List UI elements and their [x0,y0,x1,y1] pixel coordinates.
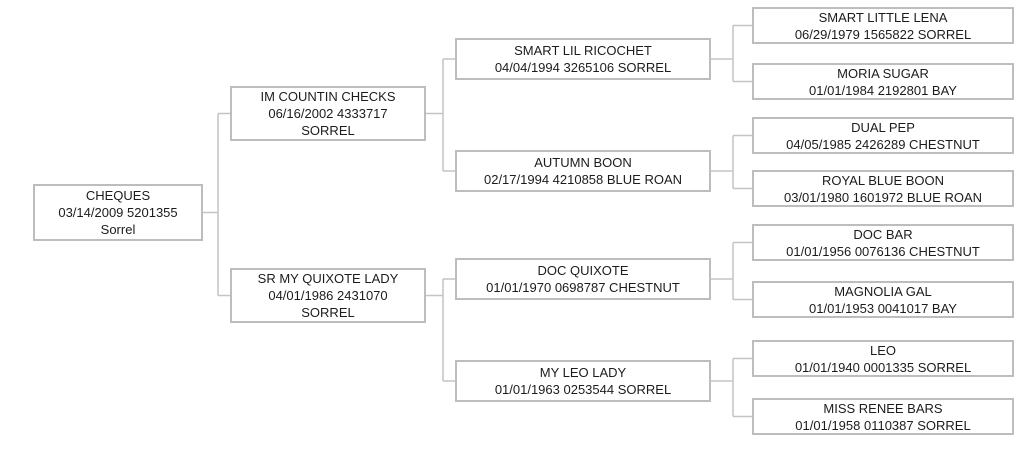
horse-reg-line: 01/01/1958 0110387 SORREL [795,417,971,433]
horse-reg-line: 04/04/1994 3265106 SORREL [494,60,672,75]
horse-name: IM COUNTIN CHECKS [260,89,396,104]
horse-name: SMART LITTLE LENA [818,9,948,25]
horse-reg-line: 01/01/1963 0253544 SORREL [494,382,672,397]
bracket-gen3-2-to-gen4 [711,241,752,301]
bracket-gen3-1-to-gen4 [711,134,752,190]
bracket-gen3-0-to-gen4 [711,24,752,83]
horse-reg-line: 03/01/1980 1601972 BLUE ROAN [783,189,983,205]
pedigree-box-gen4-0: SMART LITTLE LENA 06/29/1979 1565822 SOR… [752,7,1014,44]
horse-name: ROYAL BLUE BOON [821,172,945,188]
horse-name: SMART LIL RICOCHET [514,43,652,58]
horse-reg-line: 01/01/1953 0041017 BAY [809,300,957,316]
horse-reg-line: 03/14/2009 5201355 [58,205,178,220]
horse-reg-line: 01/01/1940 0001335 SORREL [794,359,972,375]
horse-name: DOC QUIXOTE [537,263,629,278]
pedigree-box-sire: IM COUNTIN CHECKS 06/16/2002 4333717 SOR… [230,86,426,141]
horse-name: SR MY QUIXOTE LADY [257,271,399,286]
pedigree-box-gen4-6: LEO 01/01/1940 0001335 SORREL [752,340,1014,377]
bracket-gen3-3-to-gen4 [711,357,752,418]
pedigree-box-gen4-1: MORIA SUGAR 01/01/1984 2192801 BAY [752,63,1014,100]
pedigree-box-gen4-7: MISS RENEE BARS 01/01/1958 0110387 SORRE… [752,398,1014,435]
horse-reg-line: 04/01/1986 2431070 [268,288,388,303]
pedigree-box-gen3-3: MY LEO LADY 01/01/1963 0253544 SORREL [455,360,711,402]
horse-coat-line: SORREL [301,123,355,138]
horse-name: MY LEO LADY [539,365,627,380]
horse-reg-line: 01/01/1984 2192801 BAY [809,82,957,98]
horse-reg-line: 06/16/2002 4333717 [268,106,388,121]
horse-name: MISS RENEE BARS [823,400,943,416]
pedigree-box-dam: SR MY QUIXOTE LADY 04/01/1986 2431070 SO… [230,268,426,323]
horse-name: AUTUMN BOON [534,155,632,170]
horse-name: CHEQUES [85,188,151,203]
horse-reg-line: 01/01/1970 0698787 CHESTNUT [486,280,680,295]
pedigree-box-gen3-1: AUTUMN BOON 02/17/1994 4210858 BLUE ROAN [455,150,711,192]
pedigree-box-gen3-0: SMART LIL RICOCHET 04/04/1994 3265106 SO… [455,38,711,80]
horse-coat-line: SORREL [301,305,355,320]
horse-reg-line: 01/01/1956 0076136 CHESTNUT [786,243,980,259]
horse-name: MAGNOLIA GAL [834,283,932,299]
horse-name: MORIA SUGAR [837,65,929,81]
pedigree-box-subject: CHEQUES 03/14/2009 5201355 Sorrel [33,184,203,241]
pedigree-box-gen4-5: MAGNOLIA GAL 01/01/1953 0041017 BAY [752,281,1014,318]
bracket-dam-to-gen3 [426,278,455,382]
pedigree-box-gen4-4: DOC BAR 01/01/1956 0076136 CHESTNUT [752,224,1014,261]
horse-reg-line: 02/17/1994 4210858 BLUE ROAN [483,172,683,187]
horse-name: DUAL PEP [851,119,915,135]
horse-reg-line: 06/29/1979 1565822 SORREL [794,26,972,42]
horse-coat-line: Sorrel [100,222,136,237]
pedigree-box-gen4-2: DUAL PEP 04/05/1985 2426289 CHESTNUT [752,117,1014,154]
horse-name: LEO [869,342,896,358]
horse-reg-line: 04/05/1985 2426289 CHESTNUT [786,136,980,152]
pedigree-box-gen3-2: DOC QUIXOTE 01/01/1970 0698787 CHESTNUT [455,258,711,300]
pedigree-box-gen4-3: ROYAL BLUE BOON 03/01/1980 1601972 BLUE … [752,170,1014,207]
horse-name: DOC BAR [853,226,913,242]
bracket-root-to-gen2 [203,112,230,297]
bracket-sire-to-gen3 [426,58,455,172]
